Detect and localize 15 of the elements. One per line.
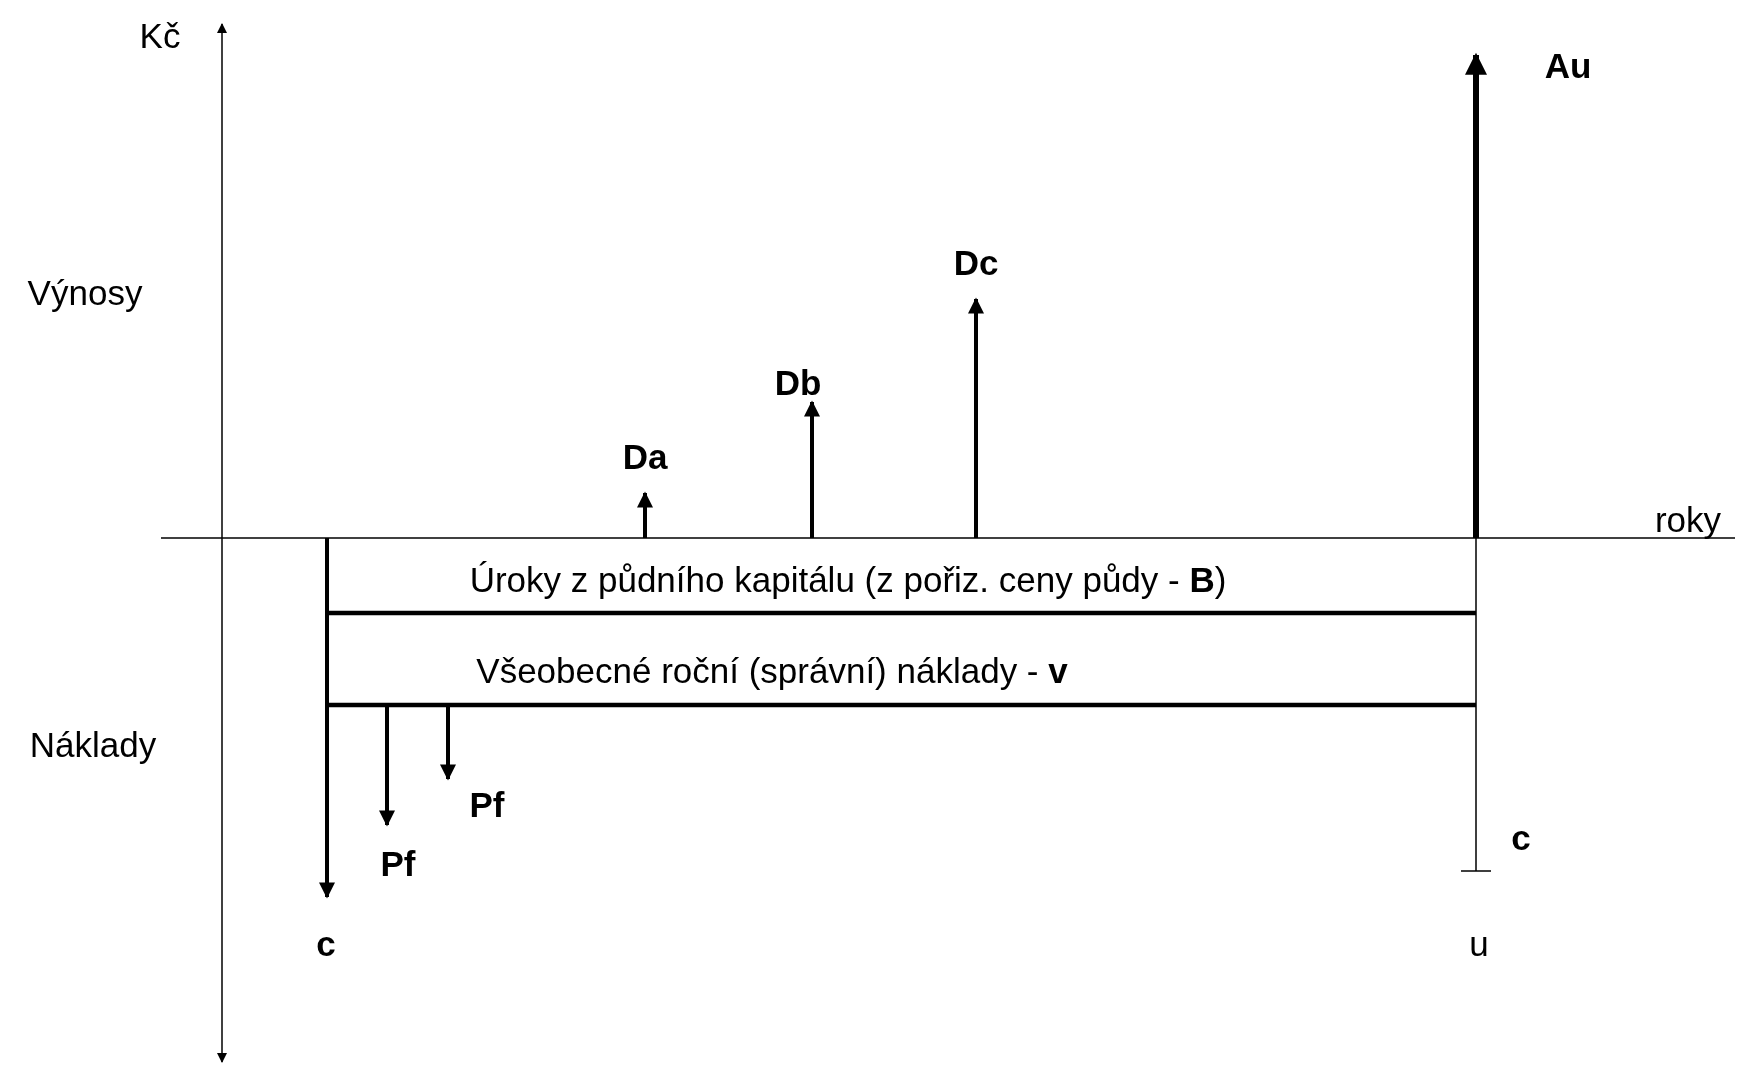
axis-label: roky (1654, 500, 1722, 540)
cash-flow-label: Dc (953, 243, 999, 283)
cash-flow-label: Da (622, 437, 668, 477)
cash-flow-label: c (316, 924, 336, 964)
cash-flow-label: Au (1544, 46, 1592, 86)
cash-flow-label: Pf (380, 844, 416, 884)
cash-flow-label: Pf (469, 785, 505, 825)
axis-label: Výnosy (27, 273, 143, 313)
axis-label: Náklady (29, 725, 157, 765)
cash-flow-label: c (1511, 818, 1531, 858)
band-label: Všeobecné roční (správní) náklady - v (476, 651, 1068, 691)
cash-flow-label: Db (774, 363, 822, 403)
axis-label: Kč (139, 16, 181, 56)
time-label: u (1469, 924, 1489, 964)
band-label: Úroky z půdního kapitálu (z pořiz. ceny půdy - B) (469, 560, 1227, 600)
